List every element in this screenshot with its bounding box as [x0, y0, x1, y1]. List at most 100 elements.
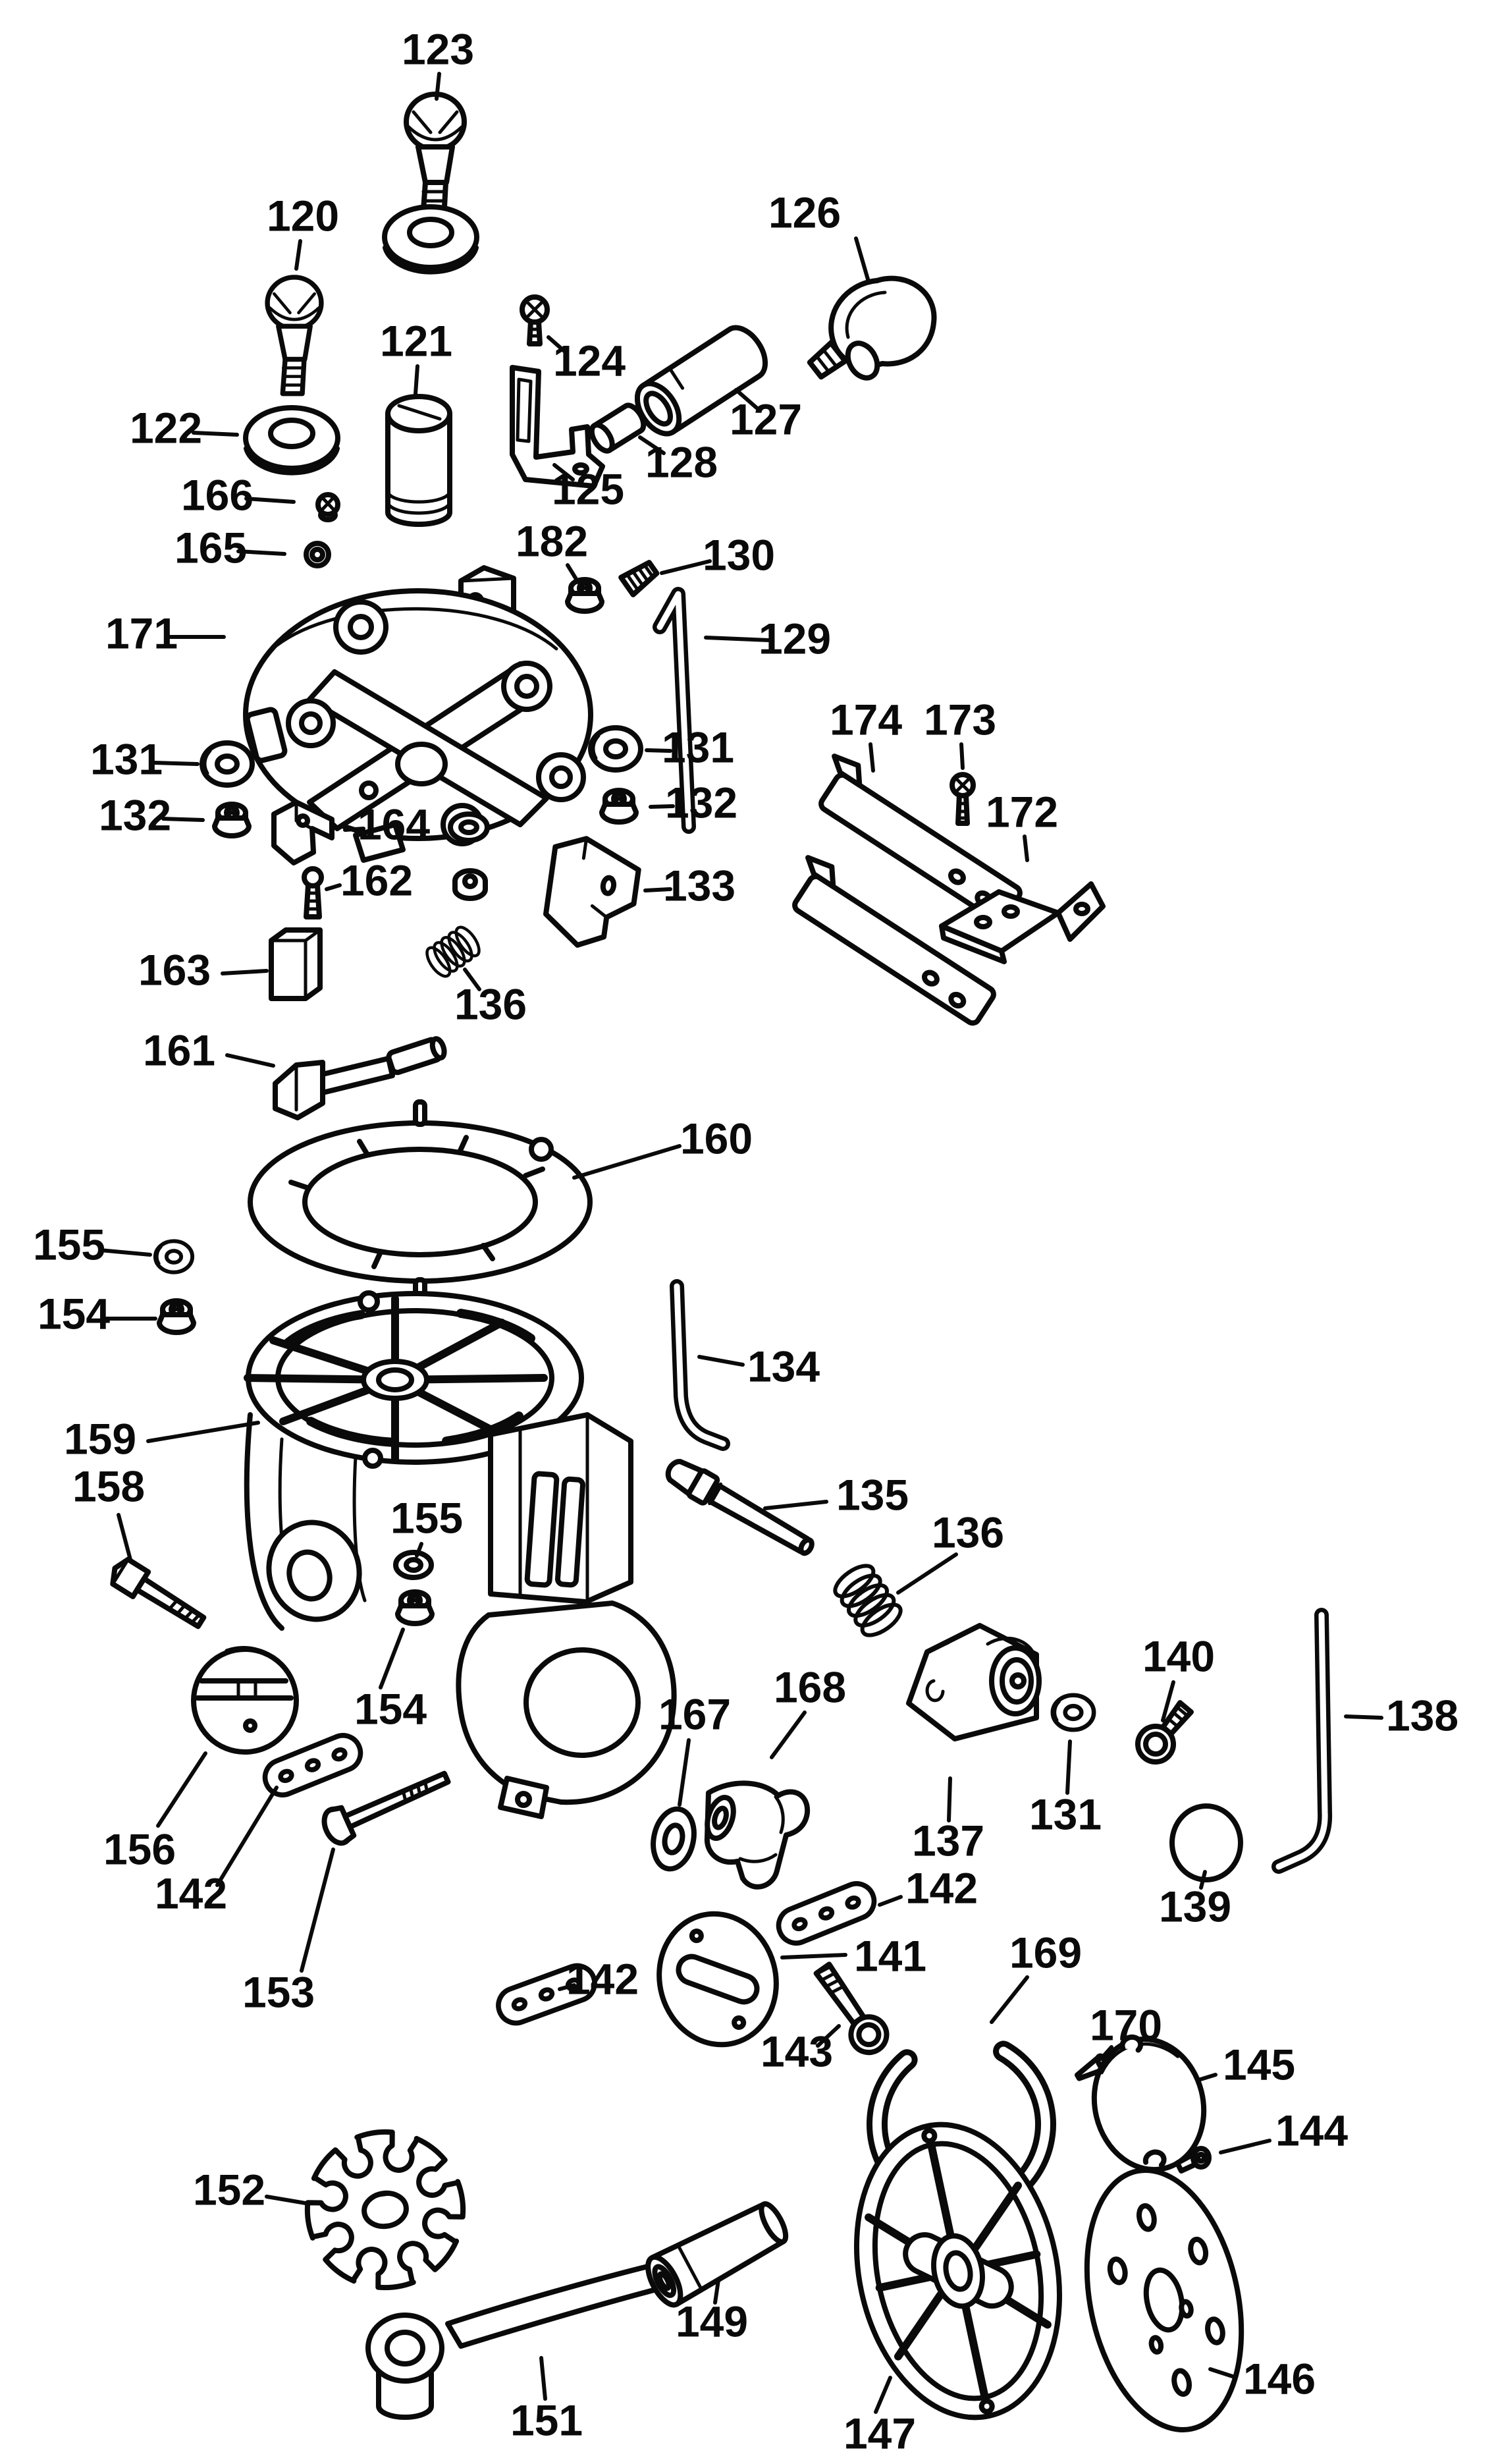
- leader-line-151: [539, 2356, 547, 2401]
- part-label-154b: 154: [354, 1684, 427, 1733]
- part-label-139: 139: [1159, 1882, 1231, 1930]
- part-label-163: 163: [138, 945, 211, 994]
- leader-line-163: [221, 969, 269, 975]
- leader-line-131R: [645, 748, 672, 753]
- part-155-washer-left: [155, 1241, 192, 1272]
- part-141-disc: [656, 1911, 779, 2048]
- leader-line-152: [265, 2195, 308, 2205]
- part-164-nut: [452, 868, 488, 901]
- leader-line-149: [713, 2278, 720, 2305]
- part-120-knob: [267, 277, 321, 394]
- part-label-151: 151: [510, 2396, 583, 2444]
- leader-line-129: [704, 636, 771, 642]
- part-label-173: 173: [924, 695, 996, 744]
- part-131-washer-bottom: [1053, 1695, 1094, 1730]
- part-124-screw: [520, 294, 550, 346]
- part-171-base-plate: [243, 565, 593, 863]
- leader-line-132R: [649, 804, 675, 809]
- leader-line-155b: [415, 1542, 423, 1558]
- leader-line-141: [780, 1953, 847, 1959]
- part-label-131L: 131: [90, 734, 163, 783]
- part-144-screw: [1175, 2146, 1212, 2174]
- part-label-126: 126: [768, 188, 841, 236]
- part-label-143: 143: [761, 2027, 833, 2075]
- part-label-145: 145: [1223, 2040, 1295, 2089]
- part-label-160: 160: [680, 1114, 753, 1163]
- part-159-motor-housing: [244, 1290, 677, 1819]
- leader-line-123: [435, 72, 441, 101]
- leader-line-120: [294, 239, 302, 271]
- part-label-171: 171: [105, 609, 178, 657]
- leader-line-138: [1344, 1714, 1383, 1720]
- part-label-167: 167: [658, 1689, 731, 1738]
- leader-line-158: [117, 1513, 132, 1562]
- leader-line-139: [1199, 1870, 1207, 1890]
- part-136-spring-lower: [830, 1560, 905, 1641]
- part-146-base-plate: [1084, 2167, 1244, 2433]
- part-156-cam-knob: [191, 1646, 299, 1755]
- part-label-136b: 136: [932, 1508, 1004, 1556]
- part-label-129: 129: [759, 614, 831, 663]
- part-label-164: 164: [358, 800, 430, 848]
- part-129-hex-wrench: [653, 587, 696, 834]
- leader-line-168: [770, 1711, 807, 1759]
- part-label-172: 172: [986, 787, 1058, 836]
- leader-line-122: [192, 431, 239, 437]
- leader-line-173: [959, 742, 965, 770]
- part-label-165: 165: [174, 523, 247, 572]
- leader-line-172: [1023, 835, 1029, 862]
- leader-line-140: [1161, 1680, 1175, 1722]
- part-138-hex-wrench: [1271, 1608, 1333, 1874]
- leader-line-125: [552, 463, 575, 481]
- leader-line-142b: [878, 1895, 903, 1907]
- part-label-155b: 155: [390, 1493, 463, 1542]
- leader-line-174: [869, 742, 875, 773]
- part-154-nut-left: [159, 1301, 194, 1332]
- leader-line-166: [244, 497, 296, 504]
- part-label-142a: 142: [155, 1869, 227, 1917]
- leader-line-160: [572, 1144, 682, 1180]
- leader-line-147: [874, 2376, 892, 2414]
- leader-line-161: [225, 1053, 275, 1068]
- part-label-130: 130: [703, 530, 775, 579]
- leader-line-131L: [153, 761, 200, 766]
- part-label-125: 125: [552, 464, 624, 513]
- part-123-knob: [385, 94, 477, 272]
- part-158-bolt: [110, 1556, 207, 1629]
- part-154-nut-mid: [398, 1592, 432, 1624]
- part-131-washer-right: [591, 728, 641, 770]
- leader-line-121: [414, 364, 419, 396]
- part-label-121: 121: [380, 316, 452, 365]
- part-147-sub-base-wheel: [854, 2122, 1062, 2421]
- part-label-142c: 142: [566, 1954, 639, 2003]
- leader-line-144: [1219, 2139, 1271, 2154]
- part-133-clip: [543, 836, 641, 948]
- part-label-168: 168: [774, 1662, 846, 1711]
- part-label-135: 135: [836, 1470, 909, 1519]
- part-139-cap: [1169, 1803, 1243, 1882]
- leader-line-182: [566, 563, 580, 584]
- part-label-127: 127: [730, 395, 802, 443]
- leader-line-164: [343, 827, 365, 832]
- part-label-132R: 132: [665, 778, 737, 827]
- part-label-132L: 132: [99, 790, 171, 839]
- part-151-lever: [365, 2257, 696, 2420]
- leader-line-124: [547, 335, 567, 354]
- part-label-147: 147: [843, 2409, 916, 2457]
- part-132-nut-left: [215, 804, 249, 836]
- leader-line-162: [325, 883, 342, 891]
- part-168-elbow-fitting: [704, 1780, 811, 1890]
- leader-line-132L: [161, 817, 205, 822]
- leader-line-142c: [558, 1983, 576, 1991]
- leader-line-155a: [98, 1248, 152, 1257]
- leader-line-136a: [463, 968, 481, 991]
- part-125-bracket: [510, 365, 605, 489]
- part-label-131R: 131: [662, 723, 734, 771]
- part-160-ring: [248, 1099, 593, 1305]
- part-164-washer: [448, 811, 490, 843]
- part-132-nut-right: [602, 790, 636, 822]
- leader-line-165: [236, 549, 286, 556]
- part-167-washer: [651, 1806, 697, 1872]
